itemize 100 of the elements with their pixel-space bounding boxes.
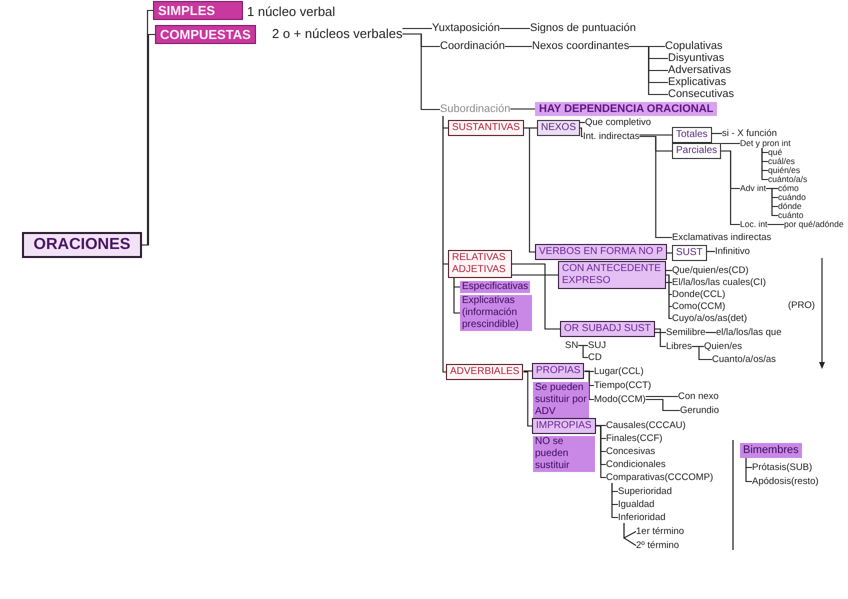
branch-label: Lugar(CCL) [594,366,644,377]
connector-line [442,116,446,373]
connector-line [584,370,594,372]
connector-line [666,252,672,254]
connector-line [766,188,778,216]
connector-line [510,108,535,110]
connector-line [512,263,560,330]
connector-line [654,328,666,348]
branch-label: qué [768,148,782,157]
category-box: CON ANTECEDENTE EXPRESO [558,261,666,289]
highlighted-note: Se pueden sustituir por ADV [533,382,589,418]
branch-label: Explicativas [668,76,726,89]
branch-label: Loc. int [740,220,768,229]
connector-line [596,425,606,478]
branch-label: CD [588,352,602,363]
branch-label: Superioridad [618,486,672,497]
outlined-box: SUST [672,245,707,261]
category-box: ADVERBIALES [446,364,524,380]
connector-line [623,523,636,546]
branch-label: Modo(CCM) [594,394,646,405]
root-box: ORACIONES [22,232,142,258]
connector-line [596,424,606,426]
branch-label: si - X función [722,128,777,139]
branch-label: dónde [778,202,802,211]
outlined-box: NEXOS [537,120,580,136]
branch-label: Semilibre [666,327,706,338]
highlight-band: HAY DEPENDENCIA ORACIONAL [535,102,718,116]
highlighted-note: NO se pueden sustituir [533,436,595,472]
branch-label: Gerundio [680,405,720,416]
branch-label: Concesivas [606,446,656,457]
category-box: RELATIVAS ADJETIVAS [448,250,512,278]
branch-label: Libres [666,341,692,352]
category-box: PROPIAS [532,363,584,379]
connector-line [666,270,672,272]
branch-label: Que/quien/es(CD) [672,265,749,276]
branch-label: Disyuntivas [668,52,724,65]
branch-label: quién/es [768,166,800,175]
connector-line [646,396,678,398]
branch-label: Que completivo [585,117,652,128]
connector-line [721,142,740,144]
branch-label: cuánto/a/s [768,175,808,184]
category-box: VERBOS EN FORMA NO P [535,244,667,260]
connector-line [504,46,532,48]
branch-label: Adv int [740,184,766,193]
branch-label: Cuanto/a/os/as [712,354,776,365]
outlined-box: Totales [672,127,712,143]
branch-label: Quien/es [704,341,742,352]
side-note: 1 núcleo verbal [247,4,336,20]
branch-label: Comparativas(CCCOMP) [606,472,714,483]
branch-label: Donde(CCL) [672,289,726,300]
category-box: IMPROPIAS [532,418,596,434]
connector-line [578,344,588,358]
branch-label: Adversativas [668,64,731,77]
connector-line [500,28,530,30]
branch-label: cuál/es [768,157,795,166]
connector-line [706,332,716,334]
highlighted-label: Bimembres [740,443,802,458]
connector-line [721,150,740,226]
connector-line [706,250,715,252]
branch-label: Como(CCM) [672,301,726,312]
connector-line [523,371,532,427]
outlined-box: Parciales [672,143,722,159]
branch-label: Igualdad [618,499,654,510]
branch-label: Apódosis(resto) [752,476,819,487]
highlighted-label: Especificativas [460,281,530,293]
branch-label: Prótasis(SUB) [752,462,812,473]
connector-line [712,132,722,134]
connector-line [629,46,668,96]
connector-line [611,483,618,518]
branch-label: SN [565,340,578,351]
branch-label: Tiempo(CCT) [594,380,652,391]
category-box: SUSTANTIVAS [448,120,524,136]
branch-label: cuándo [778,193,806,202]
branch-label: Infinitivo [715,246,750,257]
branch-label: Coordinación [440,40,505,53]
branch-label: SUJ [588,340,606,351]
branch-label: El/la/los/las cuales(CI) [672,277,766,288]
branch-label: Nexos coordinantes [532,40,630,53]
category-box: COMPUESTAS [155,25,256,44]
branch-label: 1er término [636,526,684,537]
note-label: (PRO) [788,300,815,311]
connector-line [767,224,784,226]
connector-line [402,33,440,110]
branch-label: cuánto [778,211,804,220]
connector-line [512,274,558,276]
branch-label: Cuyo/a/os/as(det) [672,313,747,324]
category-box: OR SUBADJ SUST [560,321,655,337]
branch-label: el/la/los/las que [716,327,782,338]
connector-line [402,28,432,30]
connector-line [640,136,672,238]
connector-line [666,274,672,320]
branch-label: cómo [778,184,799,193]
branch-label: Det y pron int [740,139,791,148]
category-box: SIMPLES [153,1,243,20]
connector-line [524,127,535,253]
branch-label: Con nexo [678,391,719,402]
branch-label: Int. indirectas [583,131,640,142]
highlighted-label: Explicativas (información prescindible) [460,295,532,331]
connector-line [654,332,666,334]
branch-label: Yuxtaposición [432,22,500,35]
